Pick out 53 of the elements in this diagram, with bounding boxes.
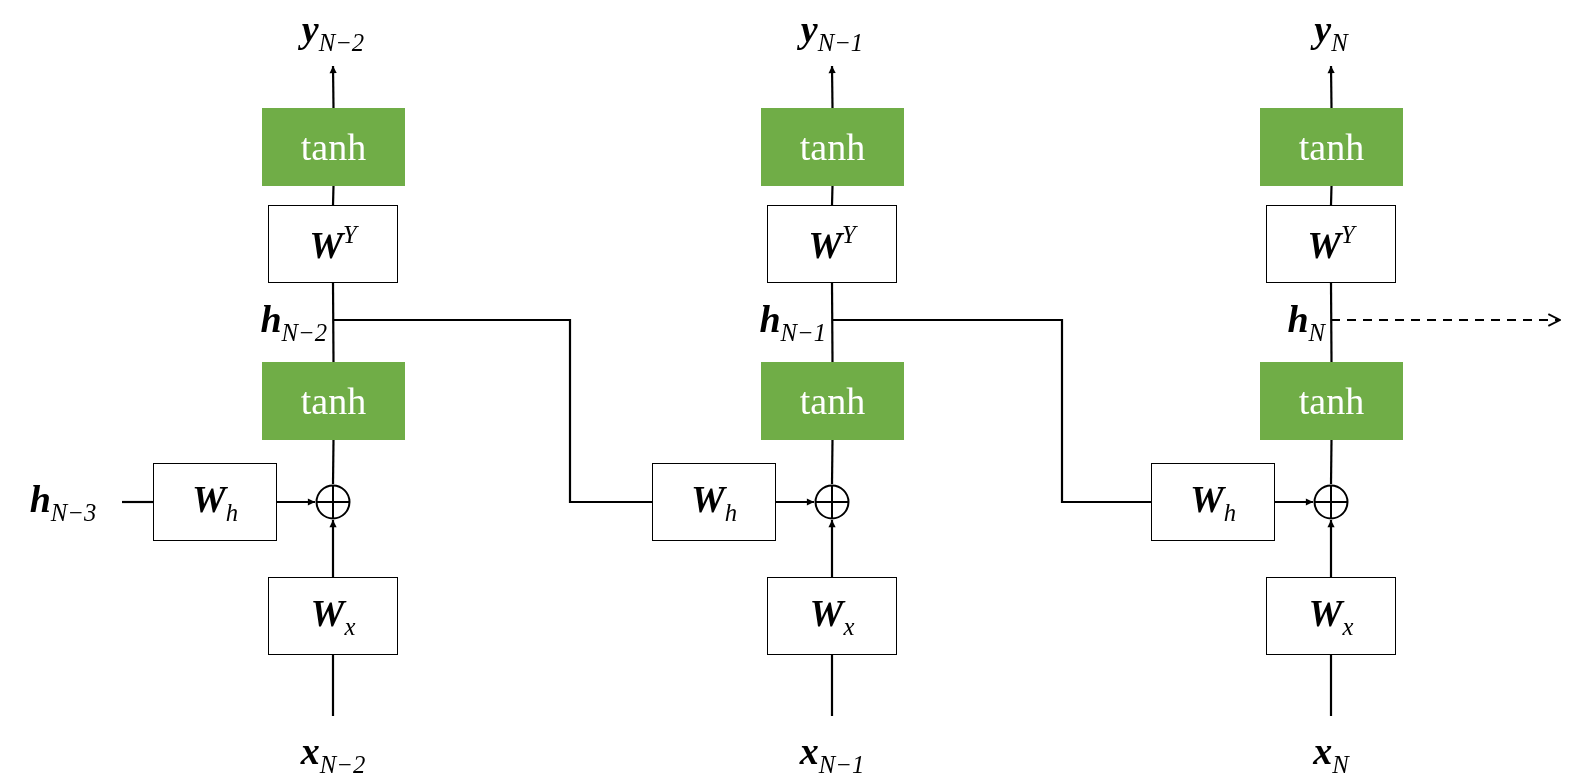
connector-line: [331, 283, 335, 362]
arrow: [776, 498, 815, 506]
connector-line: [333, 318, 652, 504]
tanh-activation-box: tanh: [761, 108, 904, 186]
connector-line: [832, 318, 1151, 504]
arrow: [329, 519, 337, 577]
weight-matrix-box: W$_{x}$: [1266, 577, 1396, 655]
arrow: [828, 519, 836, 577]
connector-line: [1329, 655, 1333, 716]
tanh-activation-box: tanh: [262, 362, 405, 440]
weight-matrix-box: W$_{x}$: [767, 577, 897, 655]
variable-label: x$_{N−1}$: [772, 728, 892, 780]
variable-label: x$_{N−2}$: [273, 728, 393, 780]
connector-line: [830, 655, 834, 716]
arrow: [1327, 65, 1335, 108]
arrow: [1275, 498, 1314, 506]
weight-matrix-box: W$_{h}$: [153, 463, 277, 541]
dashed-arrow: [1331, 313, 1561, 327]
arrow: [277, 498, 316, 506]
tanh-activation-box: tanh: [761, 362, 904, 440]
variable-label: x$_{N}$: [1271, 728, 1391, 780]
hidden-state-label: h$_{N−2}$: [213, 298, 333, 346]
arrow: [329, 65, 337, 108]
connector-line: [331, 185, 335, 206]
tanh-activation-box: tanh: [1260, 108, 1403, 186]
variable-label: h$_{N−3}$: [4, 478, 122, 526]
sum-symbol: [814, 484, 850, 520]
connector-line: [830, 185, 834, 206]
tanh-activation-box: tanh: [1260, 362, 1403, 440]
connector-line: [331, 655, 335, 716]
sum-symbol: [315, 484, 351, 520]
tanh-activation-box: tanh: [262, 108, 405, 186]
weight-matrix-box: W$^{Y}$: [1266, 205, 1396, 283]
weight-matrix-box: W$^{Y}$: [268, 205, 398, 283]
weight-matrix-box: W$^{Y}$: [767, 205, 897, 283]
variable-label: y$_{N}$: [1271, 8, 1391, 56]
weight-matrix-box: W$_{x}$: [268, 577, 398, 655]
hidden-state-label: h$_{N}$: [1211, 298, 1331, 346]
weight-matrix-box: W$_{h}$: [652, 463, 776, 541]
connector-line: [331, 440, 335, 484]
sum-symbol: [1313, 484, 1349, 520]
connector-line: [830, 283, 834, 362]
arrow: [828, 65, 836, 108]
weight-matrix-box: W$_{h}$: [1151, 463, 1275, 541]
arrow: [1327, 519, 1335, 577]
connector-line: [122, 500, 153, 504]
connector-line: [830, 440, 834, 484]
hidden-state-label: h$_{N−1}$: [712, 298, 832, 346]
connector-line: [1329, 440, 1333, 484]
connector-line: [1329, 185, 1333, 206]
variable-label: y$_{N−2}$: [273, 8, 393, 56]
connector-line: [1329, 283, 1333, 362]
variable-label: y$_{N−1}$: [772, 8, 892, 56]
